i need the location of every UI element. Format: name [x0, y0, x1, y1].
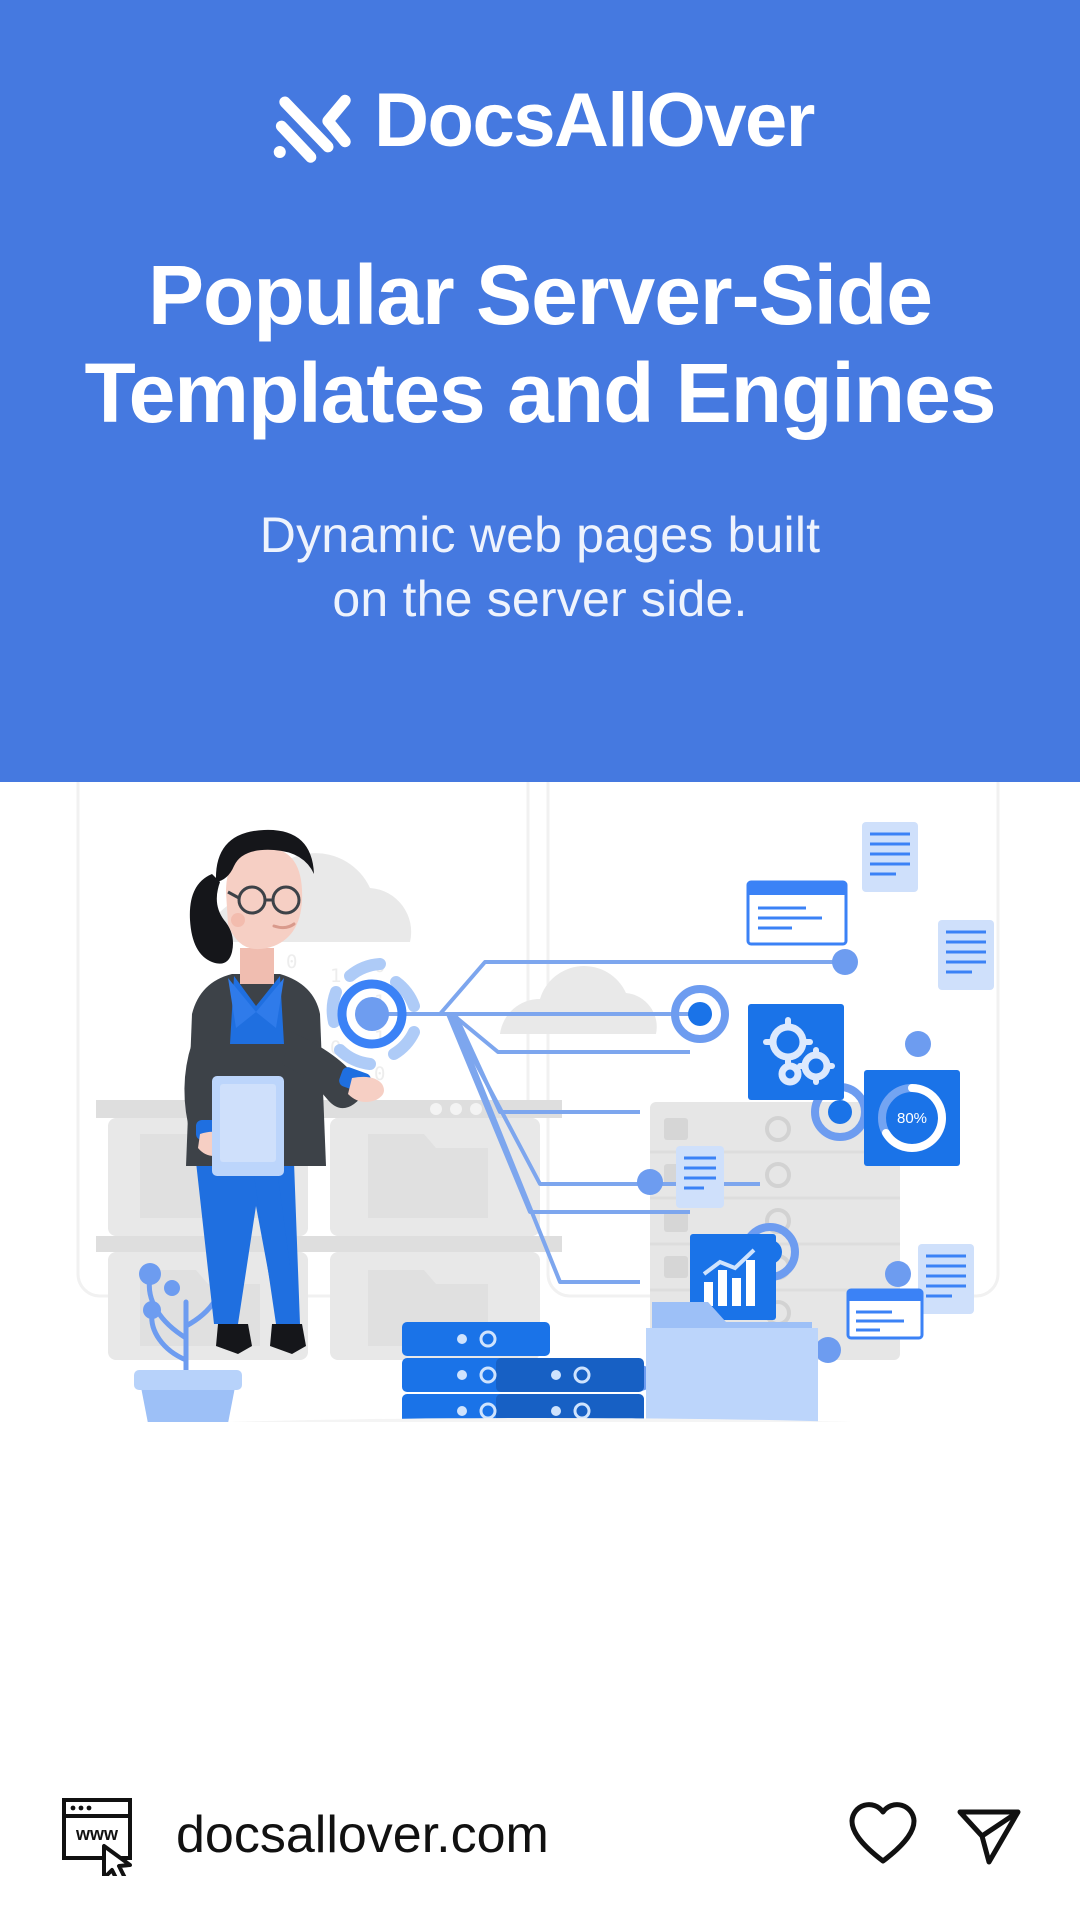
www-label: www	[75, 1824, 119, 1844]
footer-actions	[848, 1800, 1024, 1870]
folder-icon	[646, 1302, 818, 1422]
hero-illustration: 101 011 01 011 010 11 100 111 00 011 010…	[0, 782, 1080, 1422]
code-window-card-1	[746, 880, 848, 946]
heart-icon[interactable]	[848, 1800, 918, 1870]
brand-name: DocsAllOver	[374, 78, 815, 163]
page-subtitle: Dynamic web pages built on the server si…	[90, 503, 990, 631]
svg-text:1: 1	[374, 1027, 385, 1049]
footer-bar: www docsallover.com	[0, 1750, 1080, 1920]
chart-card	[690, 1234, 776, 1320]
gears-card	[748, 1004, 844, 1100]
database-stack	[402, 1322, 644, 1422]
subtitle-line-2: on the server side.	[332, 570, 748, 627]
headline-line-2: Templates and Engines	[84, 346, 997, 441]
headline-line-1: Popular Server-Side	[148, 248, 933, 342]
paper-plane-icon[interactable]	[954, 1800, 1024, 1870]
progress-card: 80%	[864, 1070, 960, 1166]
header-banner: DocsAllOver Popular Server-Side Template…	[0, 0, 1080, 782]
www-browser-icon: www	[56, 1790, 142, 1884]
woman-character	[184, 829, 384, 1354]
site-url[interactable]: docsallover.com	[176, 1806, 549, 1864]
svg-text:0: 0	[374, 1063, 385, 1085]
hub-node	[326, 958, 420, 1070]
svg-text:0: 0	[286, 951, 297, 973]
brand-lockup: DocsAllOver	[266, 78, 815, 164]
cursor-arrow-icon	[102, 1843, 132, 1884]
page-title: Popular Server-Side Templates and Engine…	[30, 246, 1050, 443]
subtitle-line-1: Dynamic web pages built	[259, 506, 821, 563]
svg-text:1: 1	[330, 965, 341, 987]
code-window-card-2	[846, 1288, 924, 1340]
potted-plant	[134, 1255, 242, 1422]
docsallover-mark-icon	[266, 78, 352, 164]
progress-label: 80%	[897, 1110, 927, 1127]
footer-site-group[interactable]: www docsallover.com	[56, 1790, 549, 1884]
